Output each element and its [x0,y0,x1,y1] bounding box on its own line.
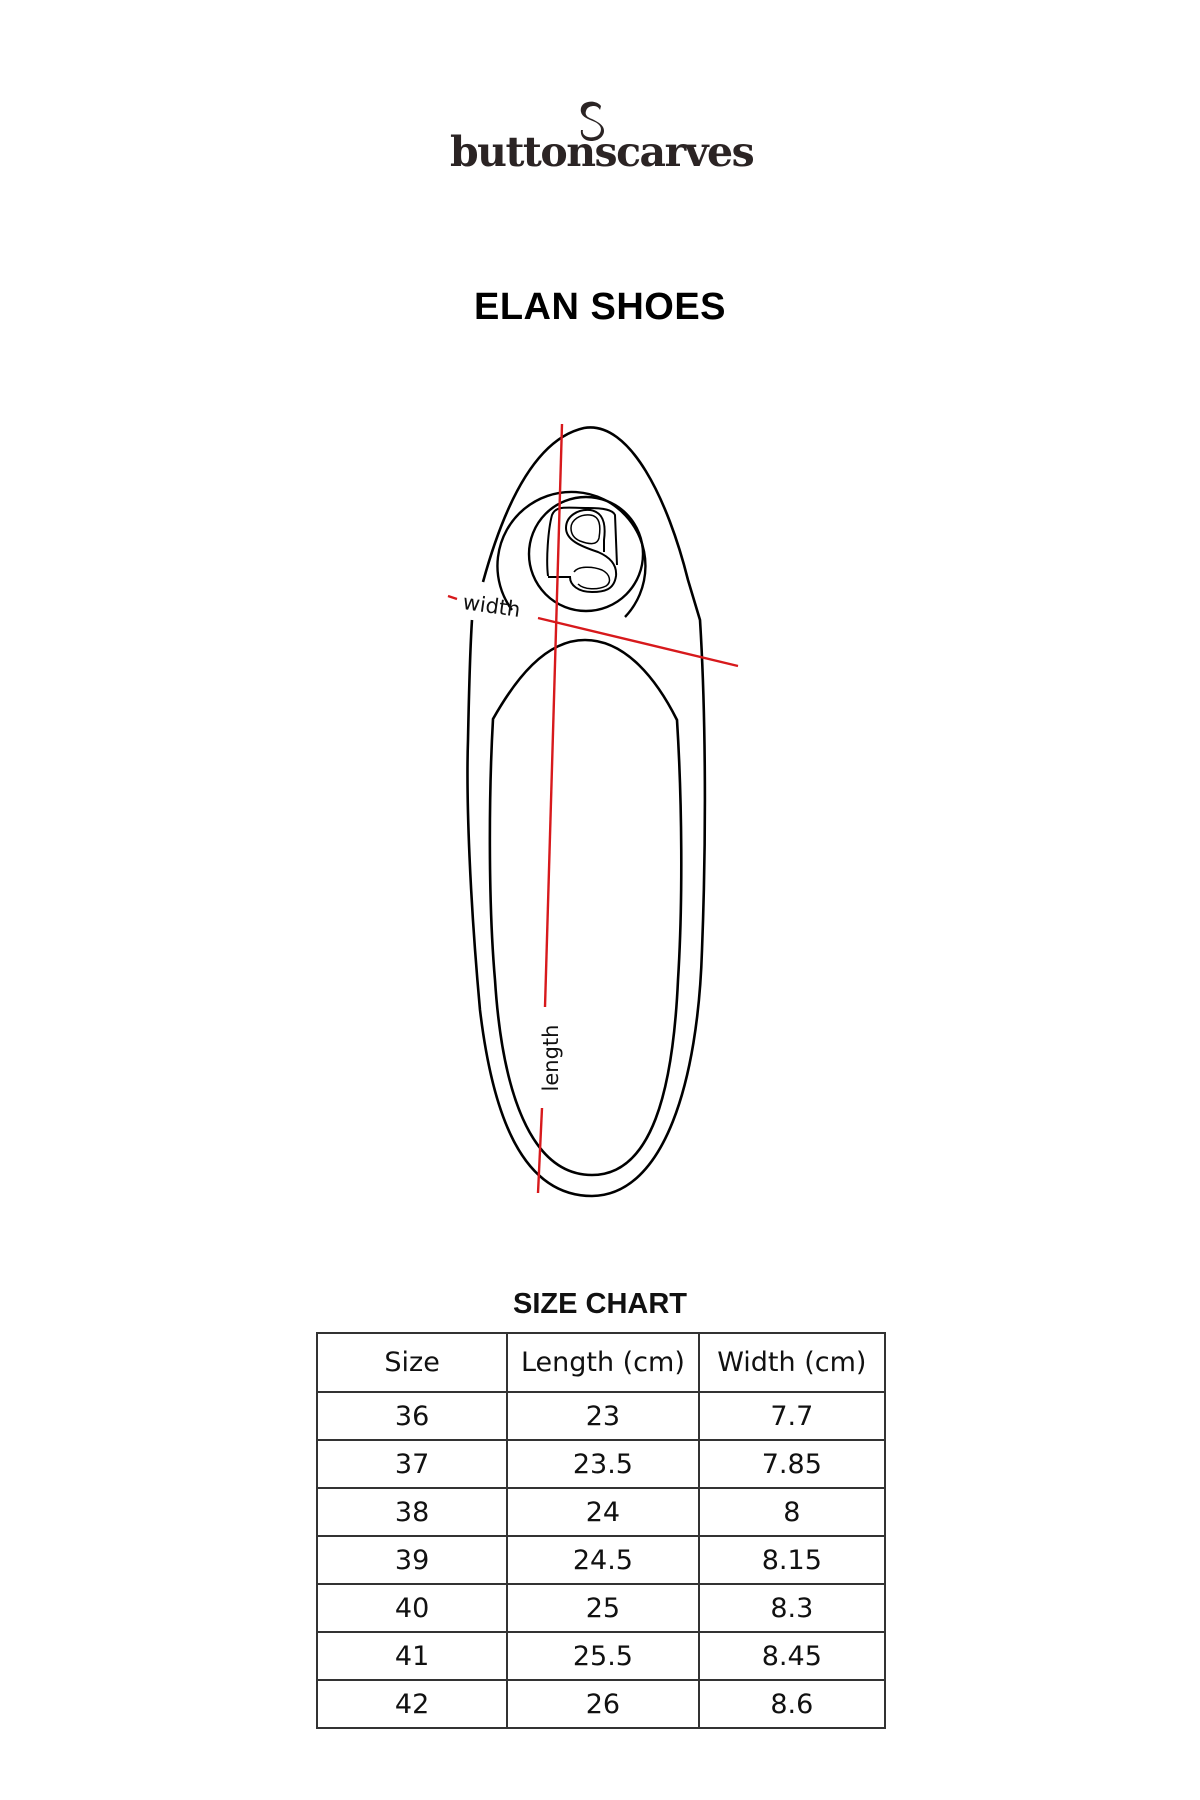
width-measure-tick [447,594,458,601]
column-header-width: Width (cm) [697,1332,887,1393]
cell-length: 24.5 [506,1535,700,1585]
table-header-row: Size Length (cm) Width (cm) [315,1332,887,1393]
cell-size: 38 [315,1487,509,1537]
length-label: length [539,1024,563,1092]
table-row: 36 23 7.7 [315,1391,887,1441]
table-row: 40 25 8.3 [315,1583,887,1633]
s-monogram-bottom [573,566,611,590]
cell-width: 7.85 [697,1439,887,1489]
cell-width: 8.15 [697,1535,887,1585]
cell-size: 37 [315,1439,509,1489]
shoe-outer-contour [466,426,707,1198]
brand-wordmark: buttonscarves [450,128,755,176]
table-row: 39 24.5 8.15 [315,1535,887,1585]
table-row: 42 26 8.6 [315,1679,887,1729]
cell-length: 23.5 [506,1439,700,1489]
product-title: ELAN SHOES [473,286,727,328]
cell-size: 41 [315,1631,509,1681]
cell-length: 26 [506,1679,700,1729]
cell-length: 25.5 [506,1631,700,1681]
s-monogram [546,506,618,594]
cell-length: 24 [506,1487,700,1537]
logo-inner-ring [527,495,645,613]
cell-width: 8.45 [697,1631,887,1681]
size-chart-title: SIZE CHART [513,1288,687,1320]
logo-outer-ring [496,490,647,618]
button-s-logo-icon [580,101,604,141]
column-header-size: Size [315,1332,509,1393]
cell-width: 8.6 [697,1679,887,1729]
size-chart-table: Size Length (cm) Width (cm) 36 23 7.7 37… [315,1332,887,1729]
cell-size: 40 [315,1583,509,1633]
table-row: 38 24 8 [315,1487,887,1537]
brand-logo-mark [568,100,618,144]
cell-width: 8.3 [697,1583,887,1633]
table-row: 37 23.5 7.85 [315,1439,887,1489]
cell-length: 25 [506,1583,700,1633]
width-measure-line [537,616,739,668]
cell-width: 7.7 [697,1391,887,1441]
cell-size: 36 [315,1391,509,1441]
cell-size: 39 [315,1535,509,1585]
shoe-inner-opening [488,638,683,1177]
cell-width: 8 [697,1487,887,1537]
column-header-length: Length (cm) [506,1332,700,1393]
cell-size: 42 [315,1679,509,1729]
length-measure-line-upper [543,423,564,1008]
cell-length: 23 [506,1391,700,1441]
s-monogram-inner [570,514,601,545]
length-measure-line-lower [536,1107,544,1194]
table-row: 41 25.5 8.45 [315,1631,887,1681]
